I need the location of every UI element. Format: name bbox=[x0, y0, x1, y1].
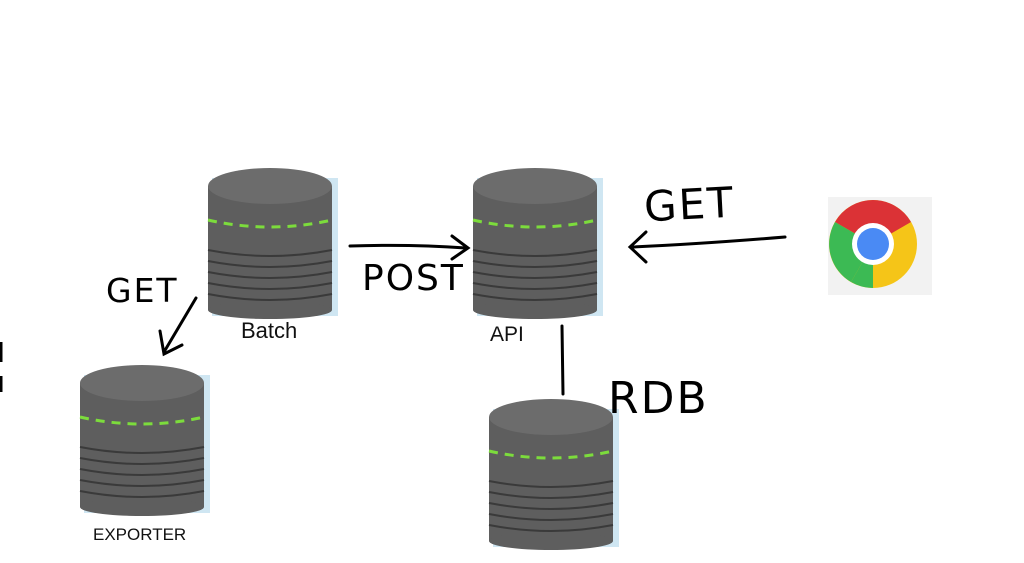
get-label-browser: GET bbox=[642, 177, 736, 232]
get-arrow-exporter bbox=[158, 296, 198, 357]
get-arrow-browser bbox=[627, 230, 787, 264]
exporter-label: EXPORTER bbox=[93, 525, 187, 544]
batch-database-icon[interactable] bbox=[206, 166, 340, 321]
rdb-label: RDB bbox=[608, 373, 709, 424]
chrome-icon[interactable] bbox=[828, 197, 932, 295]
api-database-icon[interactable] bbox=[471, 166, 605, 321]
exporter-database-icon[interactable] bbox=[78, 363, 212, 518]
batch-label: Batch bbox=[241, 318, 298, 343]
get-label-exporter: GET bbox=[106, 271, 179, 310]
post-arrow bbox=[348, 234, 471, 261]
api-label: API bbox=[490, 323, 524, 346]
post-label: POST bbox=[362, 258, 465, 299]
rdb-connector bbox=[560, 324, 565, 396]
rdb-database-icon[interactable] bbox=[487, 397, 621, 552]
